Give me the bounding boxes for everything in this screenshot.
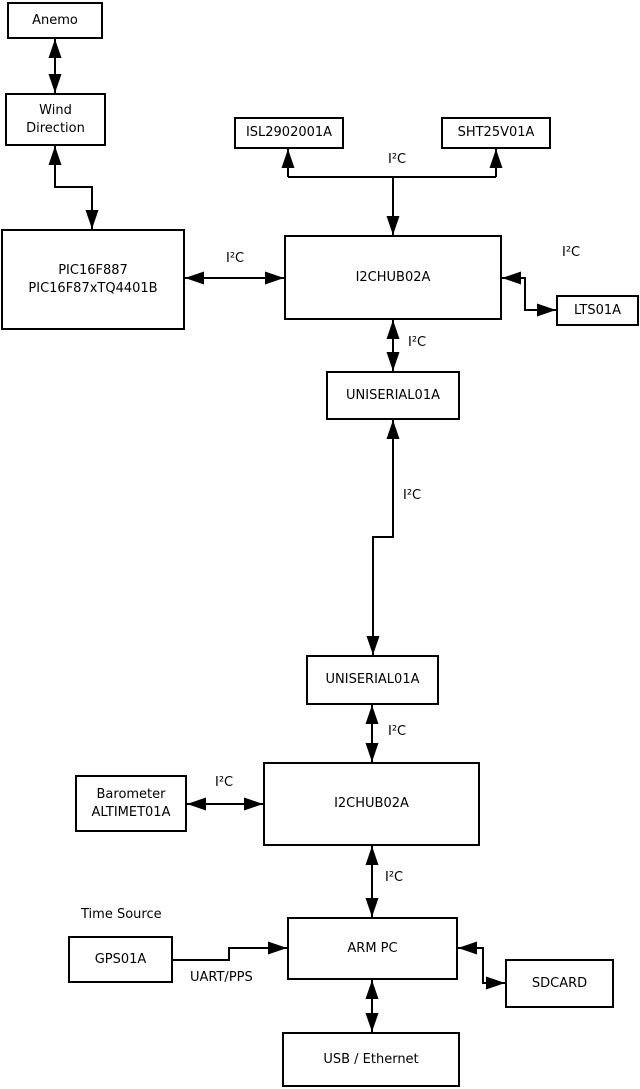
node-wind-direction: Wind Direction bbox=[5, 93, 106, 146]
edge-hub1-lts-i2c bbox=[502, 271, 556, 317]
node-sht25v01a: SHT25V01A bbox=[441, 117, 551, 149]
label-i2c-top-branch: I²C bbox=[388, 152, 407, 167]
label-i2c-hub1-uniserial1: I²C bbox=[408, 335, 427, 350]
node-anemo: Anemo bbox=[7, 2, 103, 39]
label-i2c-barometer-hub2: I²C bbox=[215, 775, 234, 790]
label-i2c-uniserial1-uniserial2: I²C bbox=[403, 488, 422, 503]
label-i2c-hub2-armpc: I²C bbox=[385, 870, 404, 885]
label-i2c-pic-hub1: I²C bbox=[226, 251, 245, 266]
node-gps01a: GPS01A bbox=[68, 936, 173, 983]
node-barometer-altimet01a: Barometer ALTIMET01A bbox=[75, 775, 187, 832]
edge-wind-direction-pic bbox=[48, 146, 99, 229]
node-i2chub02a-2: I2CHUB02A bbox=[263, 762, 480, 846]
label-i2c-uniserial2-hub2: I²C bbox=[388, 724, 407, 739]
label-i2c-hub1-lts: I²C bbox=[562, 245, 581, 260]
edge-gps-armpc-uart bbox=[173, 941, 287, 961]
edge-uniserial1-uniserial2-i2c bbox=[366, 420, 400, 655]
node-sdcard: SDCARD bbox=[505, 959, 614, 1008]
node-uniserial01a-1: UNISERIAL01A bbox=[326, 371, 460, 420]
label-uart-pps: UART/PPS bbox=[190, 970, 253, 985]
edge-armpc-sdcard bbox=[458, 941, 505, 990]
node-i2chub02a-1: I2CHUB02A bbox=[284, 235, 502, 320]
node-isl2902001a: ISL2902001A bbox=[234, 117, 344, 149]
node-pic16f887: PIC16F887 PIC16F87xTQ4401B bbox=[1, 229, 185, 330]
node-arm-pc: ARM PC bbox=[287, 917, 458, 980]
node-lts01a: LTS01A bbox=[556, 295, 639, 326]
node-uniserial01a-2: UNISERIAL01A bbox=[306, 655, 439, 705]
label-time-source: Time Source bbox=[81, 907, 162, 922]
node-usb-ethernet: USB / Ethernet bbox=[282, 1032, 460, 1087]
